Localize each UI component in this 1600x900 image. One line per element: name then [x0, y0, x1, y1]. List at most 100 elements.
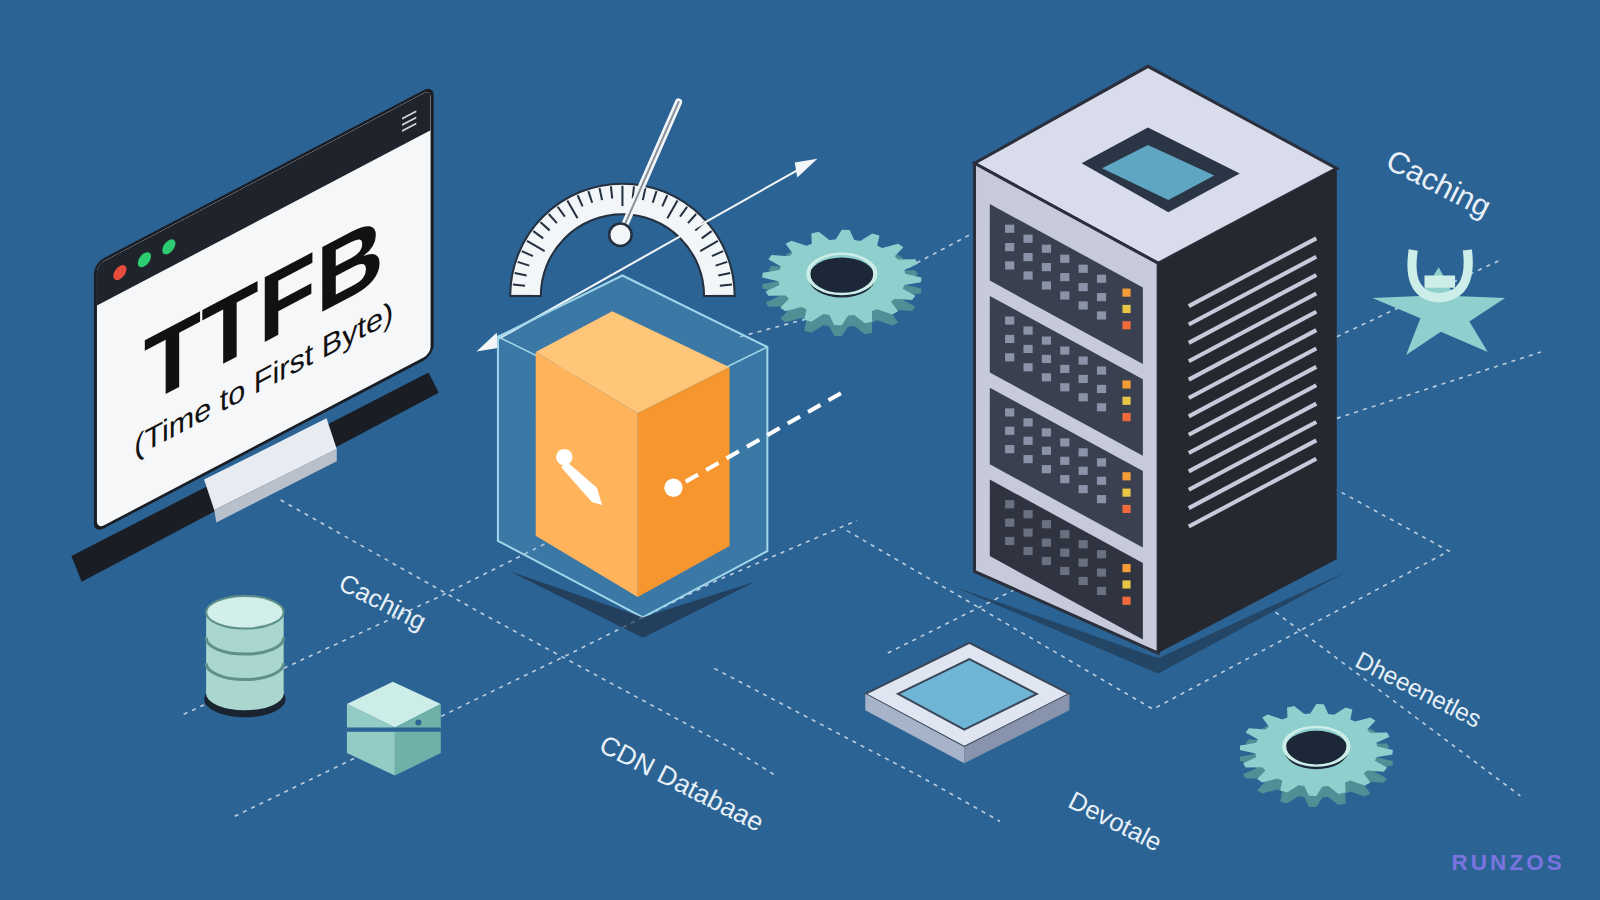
gear-part-part	[808, 257, 875, 297]
window-dot	[138, 250, 151, 270]
glass-box-part	[498, 276, 767, 618]
server-rack-part-part	[1122, 413, 1130, 421]
server-rack-part	[1158, 168, 1337, 653]
gauge-part-part	[653, 191, 657, 203]
dashed-guide-part	[1276, 612, 1521, 796]
section-label: Devotale	[1064, 785, 1167, 857]
server-rack-part-part	[1097, 275, 1106, 283]
gauge-part-part	[533, 231, 543, 238]
server-rack-part-part	[1189, 422, 1317, 490]
key-icon-part	[561, 461, 602, 505]
orange-cube-part	[638, 367, 730, 597]
watermark: RUNZOS	[1452, 850, 1565, 877]
server-rack-part-part	[1042, 557, 1051, 565]
server-rack-part-part	[1060, 438, 1069, 446]
server-rack-part-part	[1023, 235, 1032, 243]
server-rack-part-part	[1189, 330, 1317, 398]
section-label: Caching	[334, 568, 431, 637]
server-rack-part-part	[1079, 577, 1088, 585]
gauge-part-part	[702, 231, 712, 238]
dashed-guide-part	[1337, 352, 1541, 418]
server-rack-part-part	[1097, 311, 1106, 319]
server-rack-part-part	[1042, 465, 1051, 473]
star-icon-part	[1424, 276, 1455, 288]
gauge-part-part	[527, 241, 545, 251]
server-rack-part-part	[1122, 321, 1130, 329]
server-rack-part-part	[1005, 316, 1014, 324]
double-arrow-part	[796, 160, 814, 175]
gauge-part	[620, 102, 678, 235]
gauge-part-part	[558, 207, 565, 217]
server-rack-part-part	[1023, 455, 1032, 463]
server-rack-part-part	[1189, 440, 1317, 508]
database-icon-part	[206, 678, 284, 711]
server-rack-part-part	[1060, 530, 1069, 538]
gauge-part-part	[688, 214, 696, 223]
server-rack-part-part	[1189, 459, 1317, 527]
gear-part-part	[1284, 727, 1348, 766]
gauge-part-part	[588, 191, 592, 203]
server-rack-part-part	[1005, 261, 1014, 269]
server-rack-part-part	[1122, 580, 1130, 588]
server-rack-part-part	[1023, 345, 1032, 353]
server-rack-part-part	[1079, 393, 1088, 401]
server-rack-part	[1102, 145, 1214, 200]
block-icon	[347, 682, 441, 776]
gauge-part-part	[720, 284, 732, 285]
gear-part-part	[808, 254, 875, 294]
server-rack-part-part	[1097, 293, 1106, 301]
server-rack-part-part	[1079, 485, 1088, 493]
double-arrow-part	[480, 335, 498, 350]
server-rack-part-part	[1023, 253, 1032, 261]
block-icon-part	[395, 704, 441, 775]
frame-icon-part	[865, 694, 964, 763]
star-icon-part	[1412, 250, 1468, 298]
server-rack-part-part	[1079, 540, 1088, 548]
block-icon-part	[415, 719, 421, 725]
server-rack-part-part	[1005, 519, 1014, 527]
server-rack-part-part	[1060, 255, 1069, 263]
gauge-part-part	[611, 186, 612, 198]
server-rack-part-part	[1189, 275, 1317, 343]
server-rack-part-part	[1042, 539, 1051, 547]
gauge-part-part	[621, 186, 623, 206]
server-rack-part-part	[1042, 336, 1051, 344]
server-rack-part-part	[1097, 385, 1106, 393]
server-rack-part-part	[1079, 301, 1088, 309]
server-rack-part-part	[1189, 404, 1317, 472]
orange-cube-part	[686, 390, 847, 482]
gauge-part-part	[541, 222, 550, 230]
server-rack-part-part	[1005, 408, 1014, 416]
server-rack-part	[1082, 128, 1240, 213]
server-rack-part-part	[1023, 418, 1032, 426]
gauge-part-part	[716, 262, 728, 266]
server-rack-part-part	[1023, 510, 1032, 518]
server-rack-part-part	[1042, 245, 1051, 253]
server-rack-part-part	[1097, 366, 1106, 374]
server-rack-part-part	[1079, 283, 1088, 291]
section-label: CDN Databaae	[594, 729, 769, 839]
database-icon-part	[206, 596, 284, 629]
server-rack-part-part	[1060, 273, 1069, 281]
server-rack-part-part	[1023, 529, 1032, 537]
gauge-part-part	[549, 214, 557, 223]
database-icon-part	[206, 638, 284, 680]
server-rack-part-part	[1023, 326, 1032, 334]
gauge-part-part	[522, 251, 533, 256]
orange-cube-part	[536, 352, 638, 597]
server-rack-part-part	[1097, 587, 1106, 595]
server-rack-part-part	[1060, 567, 1069, 575]
gear-part-part	[1284, 731, 1348, 770]
gauge-part-part	[662, 195, 667, 206]
server-rack-part-part	[1122, 472, 1130, 480]
server-rack-part-part	[1042, 355, 1051, 363]
gauge-part-part	[578, 195, 583, 206]
gear-part	[762, 230, 921, 337]
dashed-guide-part	[740, 230, 980, 337]
server-rack-part-part	[1005, 500, 1014, 508]
server-rack-part-part	[1005, 537, 1014, 545]
server-rack-part-part	[1060, 383, 1069, 391]
gauge-part-part	[680, 207, 687, 217]
server-rack-part-part	[1023, 437, 1032, 445]
server-rack-part-part	[1023, 271, 1032, 279]
